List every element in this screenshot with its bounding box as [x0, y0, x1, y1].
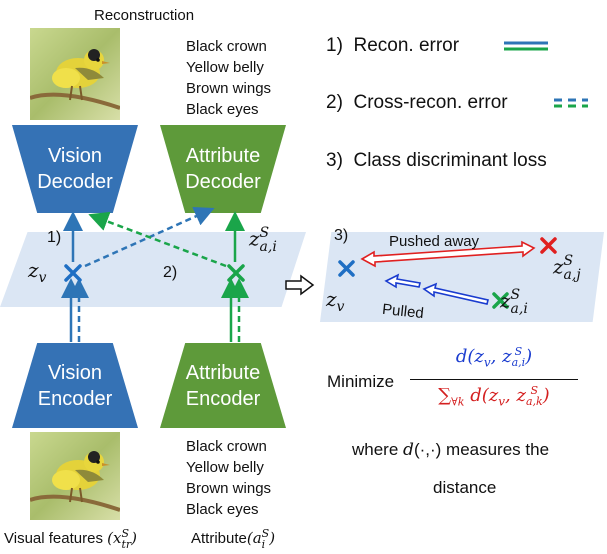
hollow-arrow-icon — [285, 274, 315, 296]
cross-marker-za — [227, 264, 245, 282]
top-attribute: Black crown — [186, 38, 267, 55]
top-attribute: Brown wings — [186, 80, 272, 97]
pushed-away-label: Pushed away — [389, 233, 480, 250]
pulled-label: Pulled — [381, 300, 425, 323]
legend-item-recon: 1) Recon. error — [326, 35, 460, 56]
bottom-attribute: Black crown — [186, 438, 267, 455]
cross-marker-zv — [64, 264, 82, 282]
reconstruction-title: Reconstruction — [94, 7, 195, 24]
pulled-arrow — [384, 273, 489, 305]
attribute-decoder: Attribute Decoder — [160, 125, 286, 213]
legend-item-cross-recon: 2) Cross-recon. error — [326, 92, 508, 113]
step2-label: 2) — [163, 264, 178, 281]
vision-decoder: Vision Decoder — [12, 125, 138, 213]
distance-note-line2: distance — [433, 478, 497, 497]
right-plane-overlay — [338, 237, 557, 309]
step1-label: 1) — [47, 229, 62, 246]
bottom-attribute-list: Black crown Yellow belly Brown wings Bla… — [186, 436, 271, 520]
distance-note-line1: where d(·,·) measures the — [352, 440, 550, 460]
bottom-attribute: Brown wings — [186, 480, 272, 497]
bird-photo-top — [30, 28, 120, 120]
bird-photo-bottom — [30, 432, 120, 520]
latent-plane-right — [320, 232, 604, 322]
bottom-attribute: Black eyes — [186, 501, 259, 518]
minimize-label: Minimize — [327, 372, 395, 391]
legend-swatch-dashed — [554, 98, 588, 108]
top-attribute-list: Black crown Yellow belly Brown wings Bla… — [186, 36, 271, 120]
bottom-attribute: Yellow belly — [186, 459, 264, 476]
legend-swatch-solid — [504, 41, 548, 51]
top-attribute: Yellow belly — [186, 59, 264, 76]
legend-item-discriminant: 3) Class discriminant loss — [326, 150, 547, 171]
zv-label-left: zv — [28, 258, 47, 286]
cross-marker-zaj-right — [540, 237, 557, 254]
step3-label: 3) — [334, 227, 349, 244]
fraction-bar — [410, 378, 578, 380]
latent-plane-left — [0, 232, 306, 307]
arrow-cross-zv-dec-a — [84, 207, 215, 268]
cross-marker-zv-right — [338, 260, 355, 277]
arrow-cross-za-dec-v — [88, 211, 227, 268]
cross-marker-zai-right — [492, 292, 509, 309]
pushed-away-arrow — [360, 240, 536, 268]
top-attribute: Black eyes — [186, 101, 259, 118]
zv-label-right: zv — [326, 287, 345, 315]
